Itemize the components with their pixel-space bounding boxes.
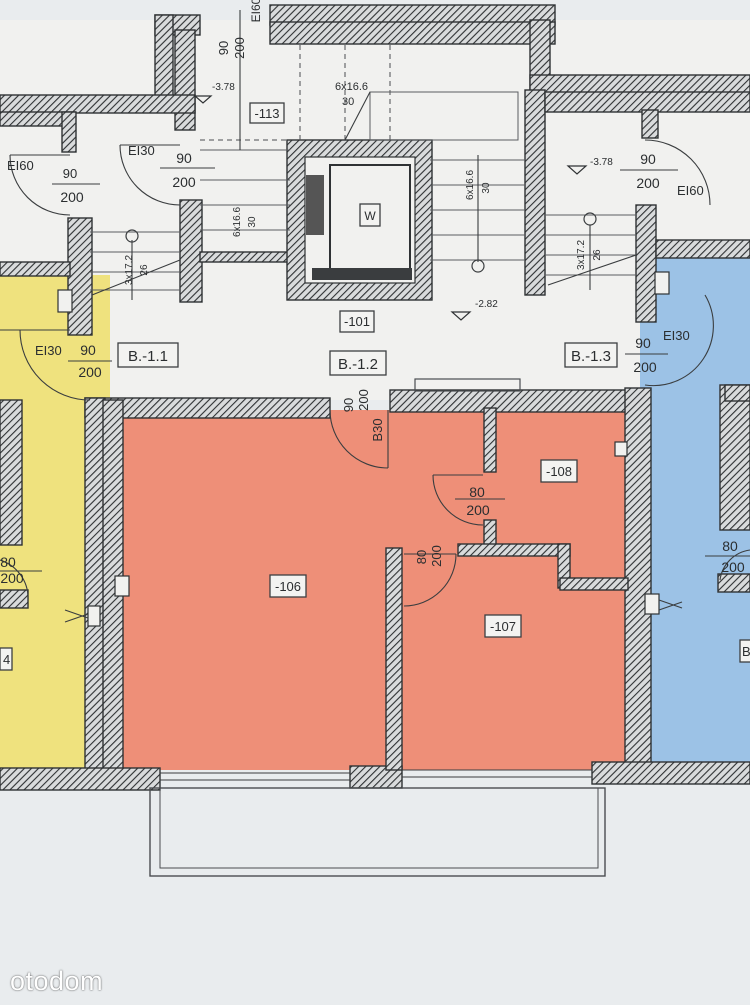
svg-text:90: 90 [640, 151, 656, 167]
svg-text:90: 90 [341, 398, 356, 412]
svg-text:200: 200 [172, 174, 196, 190]
door-label-left-room: 80 200 [0, 554, 42, 586]
unit-tag-right: B.-1.3 [564, 342, 618, 368]
lift-label: W [364, 209, 376, 223]
svg-text:90: 90 [63, 166, 77, 181]
unit-label-left: B.-1.1 [128, 348, 168, 365]
stair-mark-left-flight: 6x16.6 [232, 207, 243, 237]
stair-mark-right-small-sub: 26 [592, 249, 603, 261]
edge-mark-left: 4 [0, 647, 13, 671]
level-left: -3.78 [212, 82, 235, 93]
door-label-bathroom: 80 200 [414, 545, 444, 567]
stair-mark-vertical-sub: 30 [481, 182, 492, 194]
unit-tag-main: B.-1.2 [329, 350, 387, 376]
stair-mark-main: 6x16.6 [335, 81, 368, 93]
room-tag-bathroom: -107 [484, 614, 522, 638]
door-label-main-entry: 90 200 B30 [341, 389, 385, 441]
room-label-living: -106 [275, 579, 301, 594]
stair-walls [0, 199, 750, 336]
svg-text:EI60: EI60 [7, 158, 34, 173]
door-label-unit-left: EI30 90 200 [35, 342, 112, 380]
apartment-walls [0, 384, 750, 791]
room-tag-living: -106 [269, 574, 307, 598]
unit-tag-left: B.-1.1 [117, 342, 179, 368]
svg-text:B30: B30 [370, 418, 385, 441]
svg-text:200: 200 [636, 175, 660, 191]
svg-text:EI60: EI60 [249, 0, 263, 22]
room-label-bathroom: -107 [490, 619, 516, 634]
unit-label-main: B.-1.2 [338, 356, 378, 373]
level-right: -3.78 [590, 157, 613, 168]
svg-text:B: B [742, 644, 750, 659]
stair-mark-right-small: 3x17.2 [576, 240, 587, 270]
door-label-left-inner: EI30 90 200 [128, 143, 215, 190]
door-label-unit-right: EI30 90 200 [625, 328, 690, 375]
door-label-stair-top: 90 200 EI60 [216, 0, 263, 59]
svg-text:EI30: EI30 [128, 143, 155, 158]
stair-mark-left-small: 3x17.2 [124, 255, 135, 285]
door-swings [0, 139, 750, 607]
stair-mark-vertical: 6x16.6 [465, 170, 476, 200]
stair-mark-left-small-sub: 26 [139, 264, 150, 276]
door-label-right-room: 80 200 [705, 538, 750, 575]
stair-mark-main-sub: 30 [342, 96, 354, 108]
svg-text:200: 200 [721, 559, 745, 575]
svg-text:EI30: EI30 [35, 343, 62, 358]
svg-text:200: 200 [78, 364, 102, 380]
svg-text:80: 80 [0, 554, 16, 570]
stair-mark-left-flight-sub: 30 [247, 216, 258, 228]
svg-text:200: 200 [0, 570, 24, 586]
central-stair [200, 10, 525, 273]
fixtures [57, 95, 683, 627]
svg-text:90: 90 [176, 150, 192, 166]
svg-text:90: 90 [216, 41, 231, 55]
svg-text:200: 200 [60, 189, 84, 205]
svg-text:80: 80 [414, 550, 429, 564]
edge-mark-right: B [739, 639, 750, 663]
right-stair [545, 212, 637, 290]
svg-text:90: 90 [635, 335, 651, 351]
door-label-top-left: EI60 90 200 [7, 158, 100, 205]
room-label-corridor: -101 [344, 314, 370, 329]
svg-text:200: 200 [356, 389, 371, 411]
svg-text:200: 200 [466, 502, 490, 518]
upper-walls [0, 4, 750, 296]
svg-text:200: 200 [232, 37, 247, 59]
unit-label-right: B.-1.3 [571, 348, 611, 365]
room-label-stairwell: -113 [254, 106, 279, 121]
svg-text:EI30: EI30 [663, 328, 690, 343]
svg-text:90: 90 [80, 342, 96, 358]
svg-text:200: 200 [429, 545, 444, 567]
otodom-watermark: otodom [10, 966, 104, 996]
level-corridor: -2.82 [475, 299, 498, 310]
svg-text:200: 200 [633, 359, 657, 375]
door-label-storage: 80 200 [455, 484, 505, 518]
svg-text:EI60: EI60 [677, 183, 704, 198]
svg-text:4: 4 [3, 652, 10, 667]
room-label-storage: -108 [546, 464, 572, 479]
door-label-right-inner: 90 200 EI60 [620, 151, 704, 198]
balcony [149, 378, 606, 877]
lift-tag: W [359, 203, 381, 227]
svg-text:80: 80 [469, 484, 485, 500]
room-tag-corridor: -101 [339, 310, 375, 333]
svg-text:80: 80 [722, 538, 738, 554]
room-tag-storage: -108 [540, 459, 578, 483]
room-tag-stairwell: -113 [249, 102, 285, 124]
left-stair [90, 229, 181, 300]
